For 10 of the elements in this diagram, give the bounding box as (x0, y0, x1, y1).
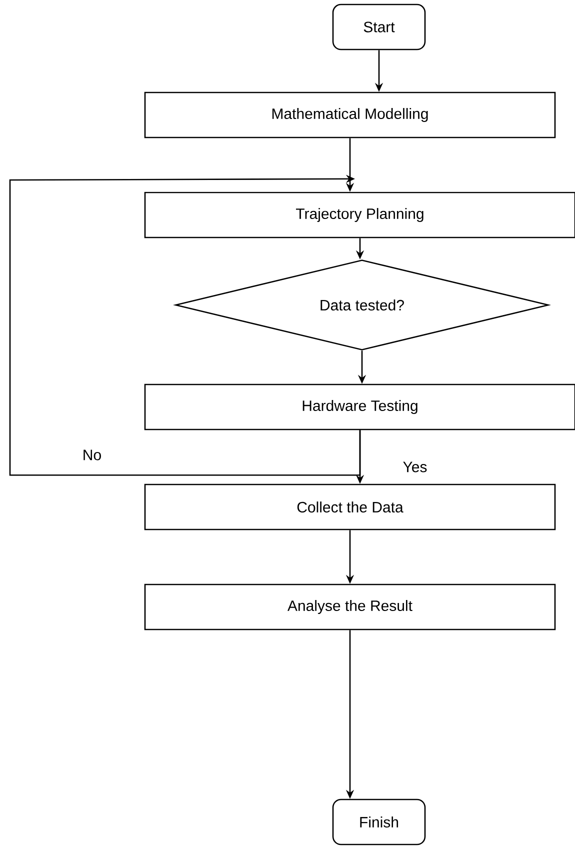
terminal-box: Start (332, 4, 426, 50)
edge-label: No (81, 448, 103, 462)
process-box: Mathematical Modelling (144, 92, 556, 138)
process-box: Collect the Data (144, 484, 556, 530)
process-box: Analyse the Result (144, 584, 556, 630)
process-box: Hardware Testing (144, 384, 575, 430)
edge-label: Yes (402, 460, 428, 474)
terminal-box: Finish (332, 798, 426, 846)
arrow (9, 174, 361, 476)
process-box: Trajectory Planning (144, 192, 575, 238)
